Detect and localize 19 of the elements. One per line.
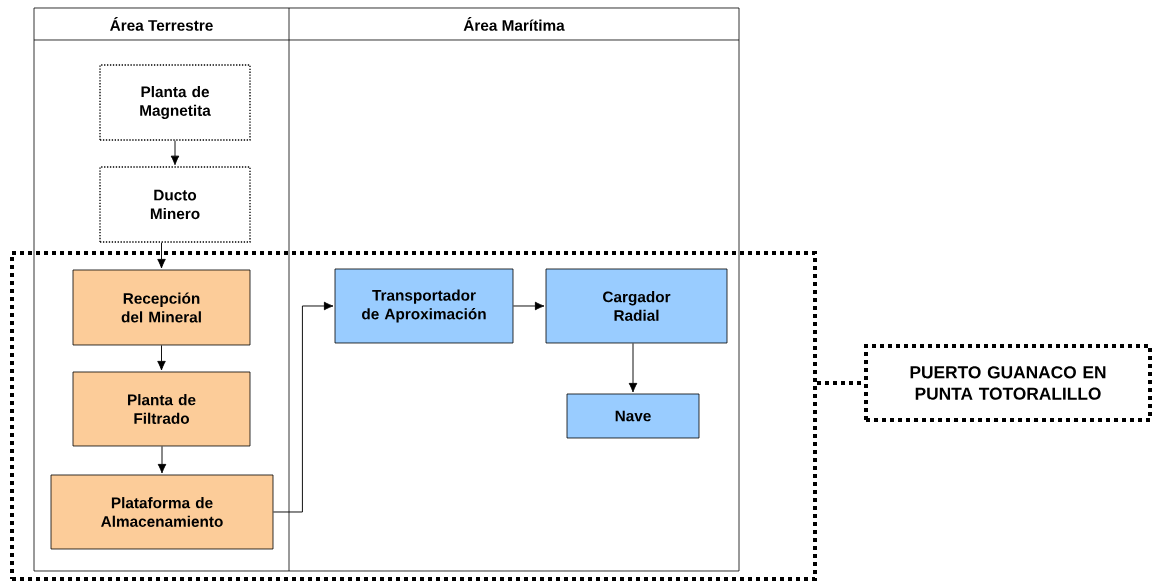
process-box: Nave bbox=[566, 393, 700, 439]
column-header: Área Terrestre bbox=[110, 17, 213, 31]
process-box: Planta de Filtrado bbox=[72, 371, 251, 447]
process-box: Plataforma de Almacenamiento bbox=[50, 474, 274, 550]
arrow bbox=[628, 342, 638, 393]
arrow bbox=[157, 242, 166, 269]
column-header: Área Marítima bbox=[463, 17, 565, 31]
process-box: Recepción del Mineral bbox=[72, 269, 251, 346]
arrow bbox=[170, 140, 180, 166]
process-box: Ducto Minero bbox=[99, 166, 251, 243]
arrow bbox=[157, 445, 167, 474]
callout-box: PUERTO GUANACO EN PUNTA TOTORALILLO bbox=[864, 344, 1152, 422]
arrow bbox=[272, 301, 334, 513]
process-box: Cargador Radial bbox=[545, 268, 728, 344]
dotted-region-frame bbox=[10, 251, 817, 581]
process-box: Transportador de Aproximación bbox=[334, 268, 514, 344]
arrow bbox=[157, 344, 166, 371]
process-box: Planta de Magnetita bbox=[99, 64, 251, 141]
arrow bbox=[512, 301, 545, 311]
